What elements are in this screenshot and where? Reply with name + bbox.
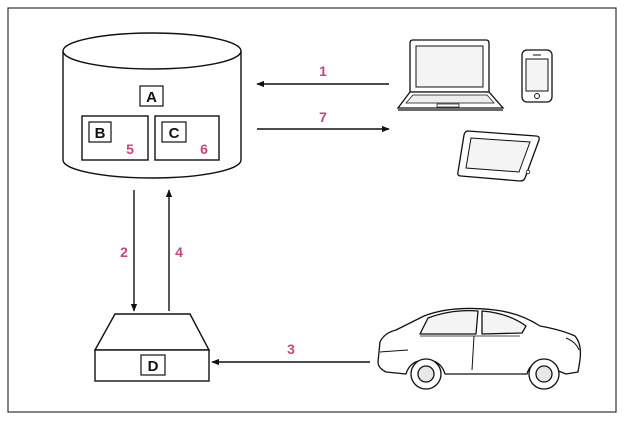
node-label-a: A	[146, 89, 157, 106]
smartphone-icon	[521, 49, 553, 103]
step-label-1: 1	[319, 63, 327, 79]
node-label-b: B	[95, 125, 106, 142]
label-box-c	[161, 121, 187, 143]
server-cylinder-a: A B 5 C 6	[62, 32, 242, 179]
step-label-7: 7	[319, 109, 327, 125]
step-label-6: 6	[200, 141, 208, 157]
node-label-d: D	[148, 358, 159, 375]
tablet-icon	[457, 130, 540, 182]
node-label-c: C	[169, 125, 180, 142]
car-icon	[377, 307, 582, 390]
label-box-d	[140, 354, 166, 376]
label-box-b	[88, 121, 112, 143]
step-label-2: 2	[120, 244, 128, 260]
step-label-4: 4	[175, 244, 183, 260]
laptop-icon	[396, 39, 505, 111]
label-box-a	[139, 85, 164, 107]
device-d: D	[93, 313, 211, 382]
step-label-3: 3	[287, 341, 295, 357]
step-label-5: 5	[126, 141, 134, 157]
